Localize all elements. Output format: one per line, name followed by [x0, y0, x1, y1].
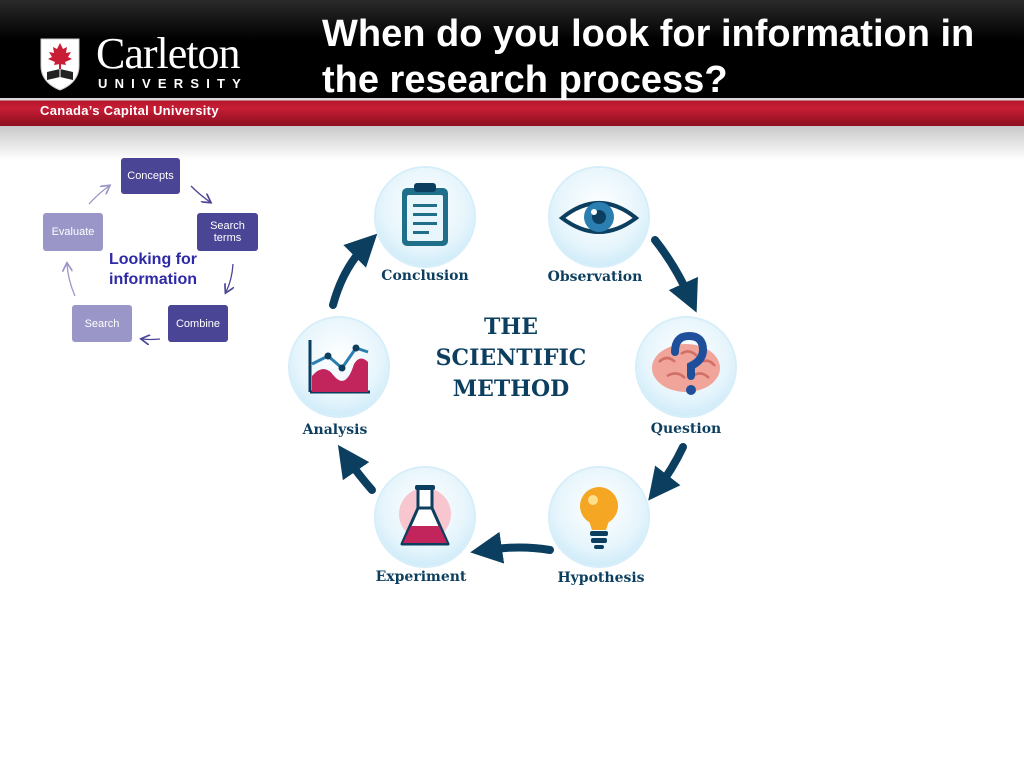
node-hypothesis	[550, 468, 648, 566]
cycle-step-concepts: Concepts	[121, 158, 180, 194]
brain-question-icon	[652, 331, 720, 395]
node-experiment	[376, 468, 474, 566]
scientific-method-title: THE SCIENTIFIC METHOD	[435, 314, 587, 402]
header-shadow	[0, 126, 1024, 160]
arrow-experiment-to-analysis	[337, 444, 376, 494]
cycle-arrows	[0, 0, 300, 360]
cycle-step-search: Search	[72, 305, 132, 342]
arrow-evaluate-to-concepts	[88, 186, 109, 205]
arrow-hypothesis-to-experiment	[470, 531, 554, 564]
node-question	[637, 318, 735, 416]
label-analysis: Analysis	[302, 422, 368, 438]
eye-icon	[558, 201, 640, 234]
node-observation	[550, 168, 648, 266]
page-title: When do you look for information in the …	[322, 13, 975, 101]
arrow-concepts-to-search-terms	[190, 185, 210, 202]
tagline: Canada’s Capital University	[40, 103, 219, 118]
brand-subtitle: UNIVERSITY	[98, 76, 249, 91]
arrow-search-terms-to-combine	[226, 263, 233, 292]
node-conclusion	[376, 168, 474, 266]
lightbulb-icon	[580, 487, 618, 549]
chart-icon	[308, 340, 370, 394]
clipboard-icon	[402, 183, 448, 246]
carleton-shield-logo	[40, 38, 80, 91]
brand-name: Carleton	[96, 29, 241, 78]
cycle-center-label: Looking for information	[109, 251, 197, 288]
node-analysis	[290, 318, 388, 416]
arrow-combine-to-search	[142, 339, 161, 340]
label-observation: Observation	[547, 269, 643, 285]
flask-icon	[399, 485, 451, 546]
arrow-observation-to-question	[651, 236, 698, 313]
brand-band	[0, 98, 1024, 126]
header-bar	[0, 0, 1024, 100]
label-question: Question	[650, 421, 722, 437]
cycle-step-search-terms: Search terms	[197, 213, 258, 251]
label-experiment: Experiment	[375, 569, 467, 585]
cycle-step-evaluate: Evaluate	[43, 213, 103, 251]
cycle-step-combine: Combine	[168, 305, 228, 342]
arrow-analysis-to-conclusion	[329, 233, 378, 309]
label-conclusion: Conclusion	[381, 268, 469, 284]
arrow-question-to-hypothesis	[648, 443, 687, 501]
label-hypothesis: Hypothesis	[557, 570, 645, 586]
arrow-search-to-evaluate	[67, 264, 76, 297]
